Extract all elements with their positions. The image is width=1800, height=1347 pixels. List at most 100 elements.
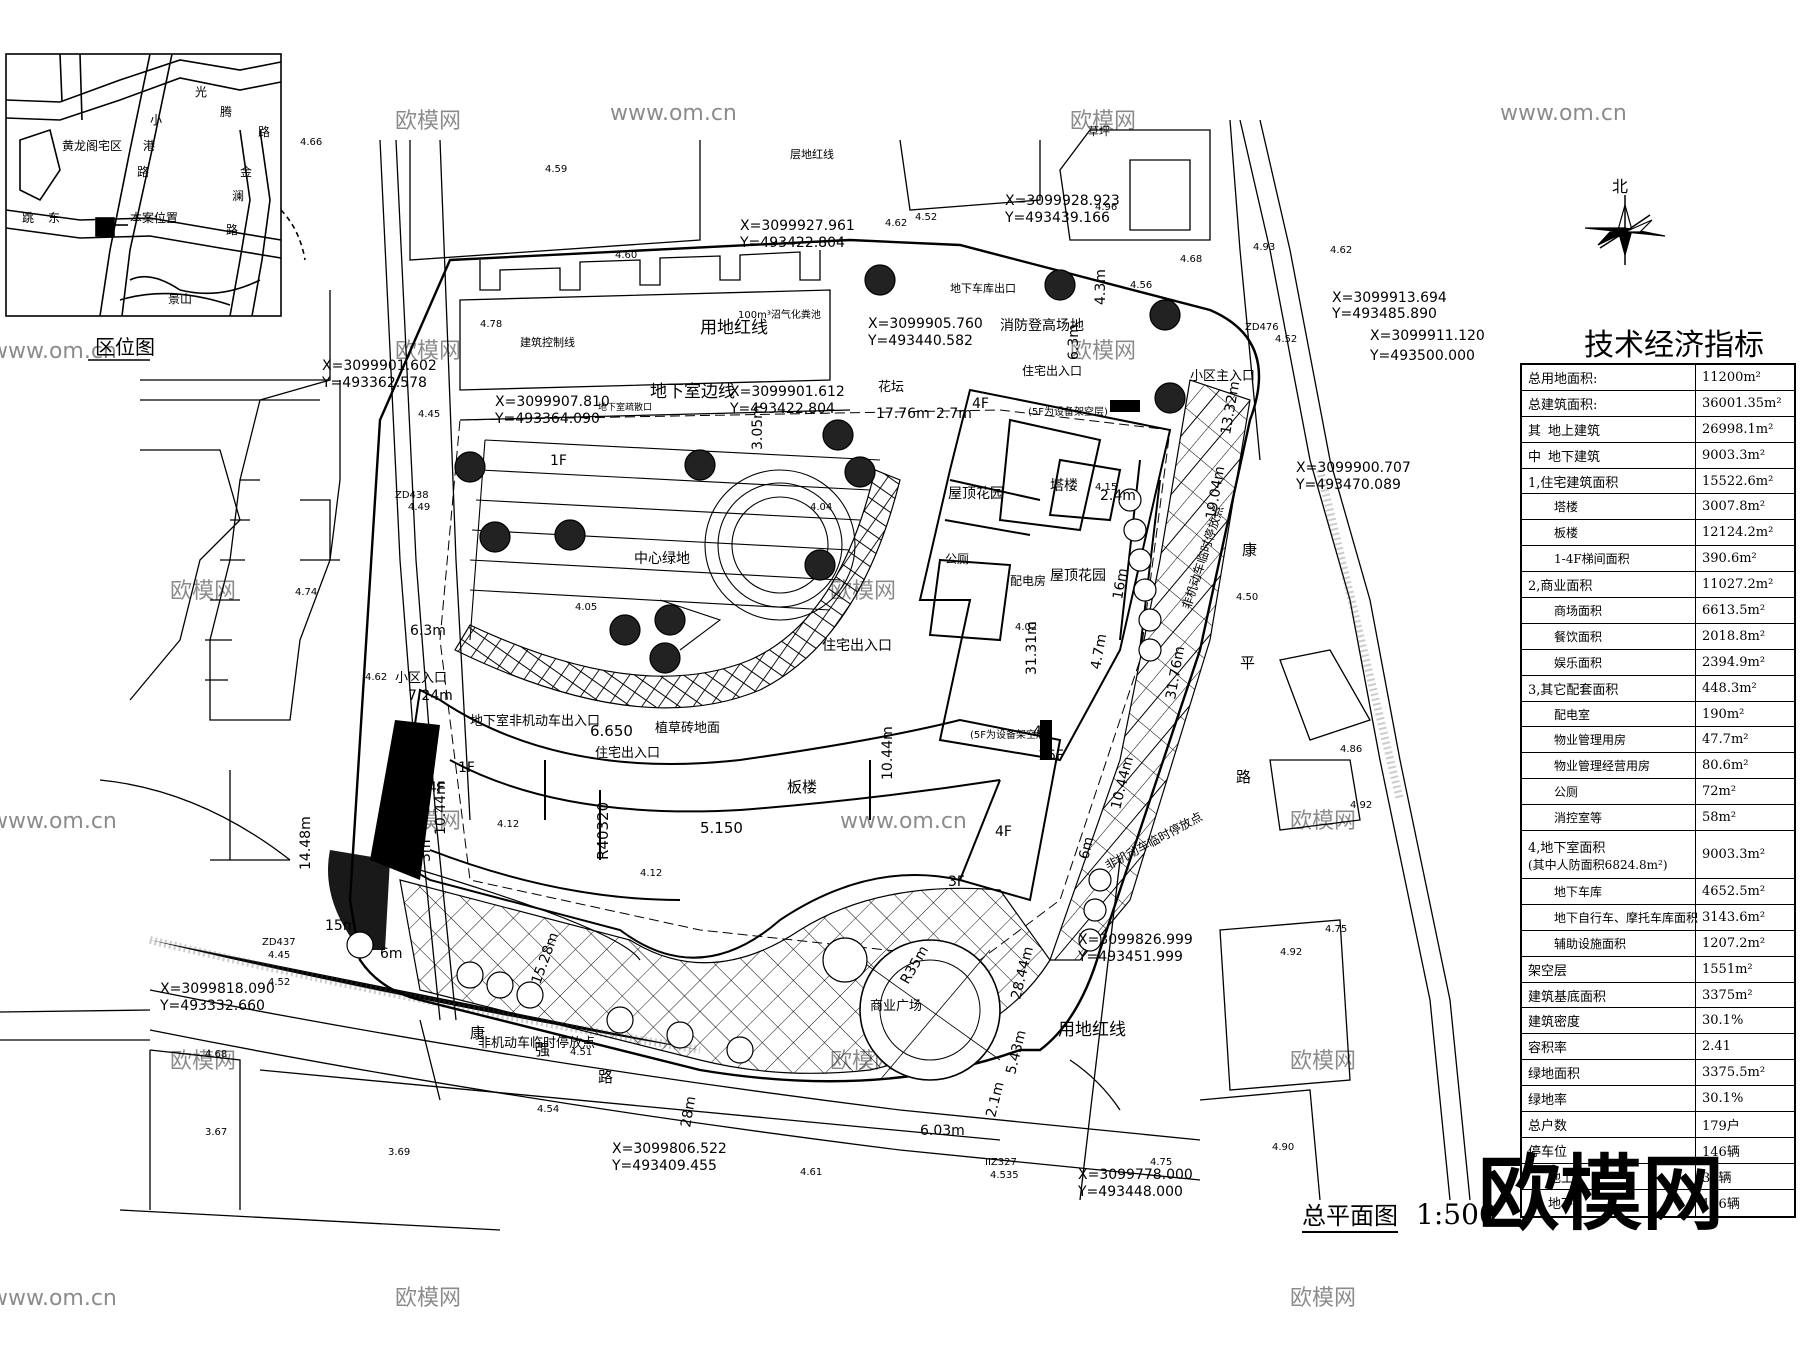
tree-symbols bbox=[346, 264, 1186, 1064]
table-row-value: 146辆 bbox=[1702, 1144, 1740, 1160]
location-map-labels: 黄龙阁宅区 本案位置 景山 光 腾 路 小 港 路 跳 东 澜 金 路 bbox=[22, 85, 270, 306]
coord-x: X=3099778.000 bbox=[1078, 1167, 1193, 1183]
coord-x: X=3099901.612 bbox=[730, 384, 845, 400]
coord-y: Y=493409.455 bbox=[611, 1158, 717, 1174]
coord-x: X=3099911.120 bbox=[1370, 328, 1485, 344]
map-road-char: 路 bbox=[258, 124, 270, 139]
table-row-value: 11027.2m² bbox=[1702, 577, 1774, 593]
table-row-label: 停车位 bbox=[1522, 1137, 1696, 1163]
table-row-label: 4,地下室面积(其中人防面积6824.8m²) bbox=[1522, 831, 1696, 879]
bike-entrance-label: 地下室非机动车出入口 bbox=[470, 713, 600, 729]
coord-y: Y=493364.090 bbox=[494, 411, 600, 427]
row-label-text: 地上建筑 bbox=[1548, 423, 1601, 439]
table-row-label: 商场面积 bbox=[1522, 598, 1696, 623]
coord-x: X=3099928.923 bbox=[1005, 193, 1120, 209]
site-redline-label: 用地红线 bbox=[700, 318, 768, 338]
garage-exit-label: 地下车库出口 bbox=[950, 281, 1016, 295]
control-point: IIZ327 bbox=[985, 1157, 1017, 1168]
table-row-label: 绿地面积 bbox=[1522, 1060, 1696, 1086]
table-row-value: 11200m² bbox=[1702, 369, 1761, 385]
row-label-text: 绿地面积 bbox=[1528, 1067, 1581, 1083]
coord-x: X=3099806.522 bbox=[612, 1141, 727, 1157]
dimension: 4.7m bbox=[1088, 633, 1110, 671]
table-row-value: 2.41 bbox=[1702, 1039, 1731, 1055]
table-row-value: 390.6m² bbox=[1702, 551, 1757, 567]
map-district-label: 黄龙阁宅区 bbox=[62, 138, 122, 153]
table-row-label: 1-4F梯间面积 bbox=[1522, 546, 1696, 572]
table-row-value: 3375.5m² bbox=[1702, 1065, 1766, 1081]
row-label-text: 2,商业面积 bbox=[1528, 579, 1593, 595]
table-row-label: 1,住宅建筑面积 bbox=[1522, 468, 1696, 494]
top-residential-row bbox=[459, 250, 851, 421]
row-label-text: 总建筑面积: bbox=[1528, 397, 1598, 413]
floor-tag: 1F bbox=[550, 453, 567, 469]
commercial-plaza-label: 商业广场 bbox=[870, 999, 922, 1014]
slab-building bbox=[393, 688, 1062, 959]
spot-elevation: 4.60 bbox=[615, 250, 637, 261]
table-row-label: 地上 bbox=[1522, 1163, 1696, 1189]
table-row-value: 4652.5m² bbox=[1702, 883, 1766, 899]
map-road-char: 腾 bbox=[220, 104, 232, 119]
map-road-char: 澜 bbox=[232, 189, 244, 203]
watermark: www.om.cn bbox=[610, 101, 737, 126]
dimension: 17.76m bbox=[876, 406, 930, 422]
spot-elevation: 4.52 bbox=[915, 212, 937, 223]
dimension: 3.05m bbox=[750, 405, 766, 450]
row-label-text: 地下车库 bbox=[1554, 884, 1603, 899]
tower-label: 塔楼 bbox=[1050, 478, 1078, 494]
watermark: www.om.cn bbox=[840, 809, 967, 834]
control-points: ZD438 ZD437 ZD476 IIZ327 bbox=[262, 322, 1279, 1168]
table-row: 绿地面积 3375.5m² bbox=[1522, 1060, 1794, 1087]
row-label-text: 容积率 bbox=[1528, 1041, 1568, 1057]
dimension: 14.48m bbox=[298, 816, 314, 870]
dimension: 10.44m bbox=[880, 726, 896, 780]
row-label-text: 娱乐面积 bbox=[1554, 655, 1603, 670]
table-row-label: 塔楼 bbox=[1522, 494, 1696, 520]
table-row-label: 总建筑面积: bbox=[1522, 390, 1696, 416]
roof-garden-label: 屋顶花园 bbox=[948, 486, 1004, 502]
residential-entrance-label: 住宅出入口 bbox=[822, 638, 892, 654]
road-name-char: 平 bbox=[1240, 654, 1255, 672]
dimension: 6.3m bbox=[1066, 324, 1082, 360]
coord-y: Y=493500.000 bbox=[1369, 348, 1475, 364]
spot-elevation: 4.04 bbox=[810, 502, 832, 513]
dimension: 6.03m bbox=[920, 1123, 965, 1139]
table-row-value: 9003.3m² bbox=[1702, 447, 1766, 463]
spot-elevation: 4.59 bbox=[545, 164, 567, 175]
watermark: www.om.cn bbox=[0, 1286, 117, 1311]
spot-elevation: 3.67 bbox=[205, 1127, 227, 1138]
row-label-text: 4,地下室面积 bbox=[1528, 840, 1606, 856]
table-row-label: 餐饮面积 bbox=[1522, 623, 1696, 649]
table-row-value: 190m² bbox=[1702, 706, 1745, 722]
table-row-value: 9003.3m² bbox=[1702, 847, 1766, 863]
redline-note: 层地红线 bbox=[790, 147, 834, 161]
spot-elevation: 4.52 bbox=[268, 977, 290, 988]
pilotis-note: (5F为设备架空层) bbox=[970, 728, 1050, 741]
site-redline-label: 用地红线 bbox=[1058, 1020, 1126, 1040]
dimension: 31.31m bbox=[1024, 621, 1040, 675]
row-side-mark: 中 bbox=[1528, 449, 1542, 465]
coord-y: Y=493451.999 bbox=[1077, 949, 1183, 965]
row-label-text: 总户数 bbox=[1528, 1118, 1568, 1134]
map-road-char: 小 bbox=[150, 113, 162, 127]
table-row-label: 物业管理用房 bbox=[1522, 727, 1696, 753]
north-arrow bbox=[1584, 195, 1666, 265]
bike-parking-label: 非机动车临时停放点 bbox=[478, 1035, 595, 1051]
map-road-char: 路 bbox=[226, 222, 238, 237]
spot-elevation: 4.52 bbox=[1275, 334, 1297, 345]
row-label-text: 塔楼 bbox=[1554, 500, 1579, 515]
table-row-label: 娱乐面积 bbox=[1522, 649, 1696, 675]
row-label-text: 绿地率 bbox=[1528, 1093, 1568, 1109]
table-row-value: 47.7m² bbox=[1702, 732, 1749, 748]
table-row-value: 26998.1m² bbox=[1702, 421, 1774, 437]
pilotis-note: (5F为设备架空层) bbox=[1028, 405, 1108, 418]
control-point: ZD438 bbox=[395, 490, 429, 501]
